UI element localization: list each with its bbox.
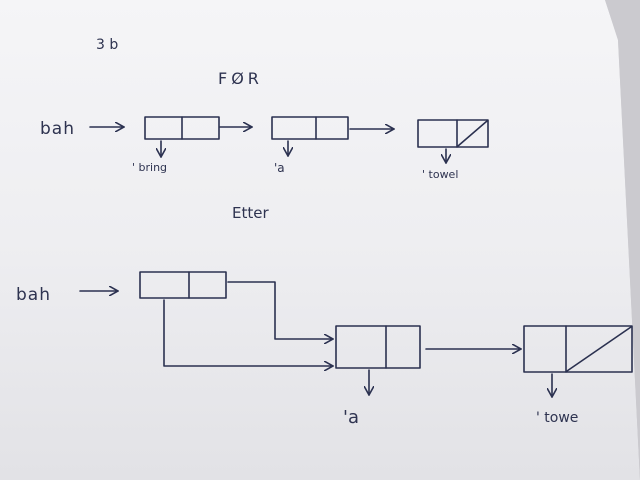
after-nil-slash xyxy=(566,326,632,372)
before-value-2: 'a xyxy=(274,161,285,175)
before-cons-cell-1 xyxy=(144,116,220,140)
before-value-3: ' towel xyxy=(422,168,458,181)
before-cons-cell-3 xyxy=(417,119,489,148)
before-cons-cell-2 xyxy=(271,116,349,140)
after-cdr-arrow-1 xyxy=(227,281,332,339)
after-value-1: 'a xyxy=(343,407,359,428)
paper-edge-shadow xyxy=(605,0,640,480)
after-value-2: ' towe xyxy=(536,410,578,426)
page-label: 3 b xyxy=(96,37,118,53)
after-cons-cell-1 xyxy=(139,271,227,299)
after-cons-cell-2 xyxy=(335,325,421,369)
before-title: FØR xyxy=(218,69,263,88)
before-variable-label: bah xyxy=(40,119,75,139)
before-value-1: ' bring xyxy=(132,161,167,174)
after-variable-label: bah xyxy=(16,285,51,305)
before-nil-slash xyxy=(457,120,488,147)
after-title: Etter xyxy=(232,204,269,222)
after-car-arrow-1 xyxy=(163,299,332,366)
after-cons-cell-3 xyxy=(523,325,633,373)
